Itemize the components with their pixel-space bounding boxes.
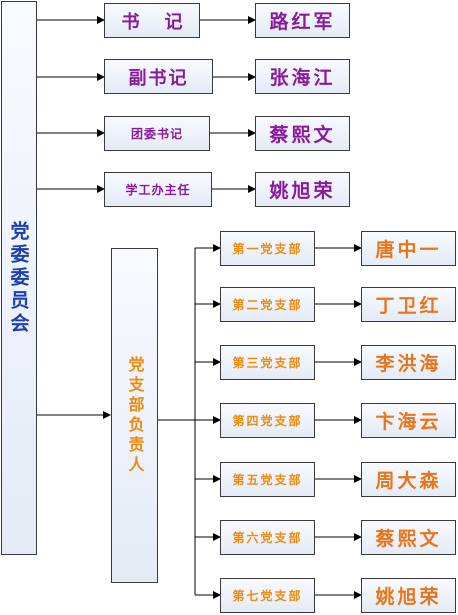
branch-name: 蔡熙文 [375,528,442,550]
role-box-student-office-director: 学工办主任 [104,172,212,207]
role-name: 蔡熙文 [269,124,336,146]
branch-name: 唐中一 [375,239,442,261]
role-title: 团委书记 [130,127,183,141]
branch-head-box: 党支部负责人 [111,248,158,583]
role-name-box: 姚旭荣 [255,172,350,207]
branch-title: 第五党支部 [232,473,303,487]
branch-box-6: 第六党支部 [220,520,315,555]
branch-box-7: 第七党支部 [220,578,315,613]
role-title: 副书记 [128,67,189,89]
branch-title: 第四党支部 [232,414,303,428]
role-name: 路红军 [269,11,336,33]
branch-title: 第二党支部 [232,298,303,312]
role-box-secretary: 书 记 [104,3,200,38]
role-name-box: 路红军 [255,3,350,38]
branch-name: 丁卫红 [375,295,442,317]
role-name-box: 蔡熙文 [255,116,350,151]
branch-box-2: 第二党支部 [220,287,315,322]
branch-name-box: 李洪海 [361,345,456,380]
branch-name-box: 姚旭荣 [361,578,456,613]
branch-box-4: 第四党支部 [220,403,315,438]
branch-name: 周大森 [375,470,442,492]
role-title: 学工办主任 [125,183,191,197]
role-box-deputy-secretary: 副书记 [104,59,213,94]
branch-box-3: 第三党支部 [220,345,315,380]
branch-title: 第一党支部 [232,242,303,256]
branch-name: 李洪海 [375,353,442,375]
branch-name-box: 蔡熙文 [361,520,456,555]
branch-name-box: 丁卫红 [361,287,456,322]
branch-title: 第三党支部 [232,356,303,370]
branch-name-box: 周大森 [361,462,456,497]
branch-head-label: 党支部负责人 [125,355,145,476]
branch-name: 卞海云 [375,411,442,433]
branch-name-box: 唐中一 [361,231,456,266]
branch-title: 第六党支部 [232,531,303,545]
role-title: 书 记 [121,11,183,33]
role-name: 姚旭荣 [269,180,336,202]
branch-box-1: 第一党支部 [220,231,315,266]
committee-box: 党委委员会 [1,1,37,555]
branch-title: 第七党支部 [232,589,303,603]
branch-box-5: 第五党支部 [220,462,315,497]
role-name-box: 张海江 [255,59,350,94]
role-name: 张海江 [269,67,336,89]
role-box-league-secretary: 团委书记 [104,116,210,151]
branch-name: 姚旭荣 [375,586,442,608]
branch-name-box: 卞海云 [361,403,456,438]
committee-label: 党委委员会 [7,220,30,336]
